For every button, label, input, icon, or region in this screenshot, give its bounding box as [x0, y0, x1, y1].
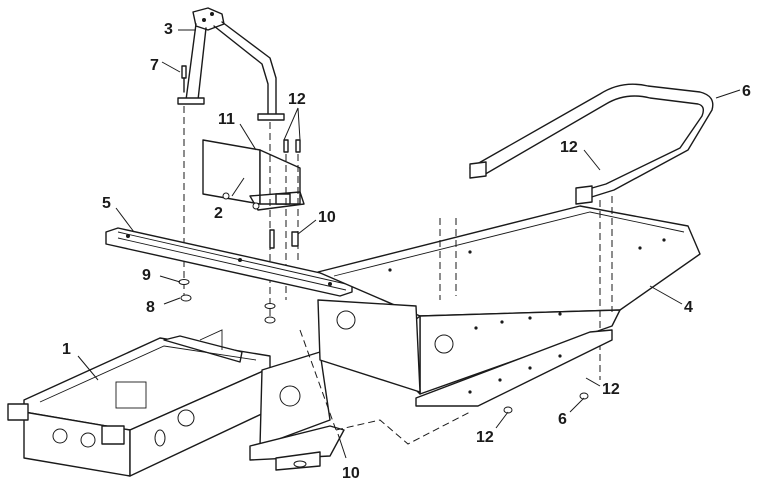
- callout-12b: 12: [560, 139, 578, 156]
- step-plate-lower-right: [415, 329, 613, 414]
- part-2-bracket: [202, 139, 305, 211]
- alignment-lines-right: [439, 196, 613, 380]
- callout-6b: 6: [558, 411, 567, 428]
- part-1-main-frame: [7, 299, 421, 477]
- callout-6a: 6: [742, 83, 751, 100]
- callout-12d: 12: [476, 429, 494, 446]
- part-3-handle-post: [177, 7, 285, 121]
- part-5-rail: [105, 227, 353, 297]
- callout-3: 3: [164, 21, 173, 38]
- callout-8: 8: [146, 299, 155, 316]
- callout-4: 4: [684, 299, 693, 316]
- callout-12c: 12: [602, 381, 620, 398]
- callout-10b: 10: [342, 465, 360, 482]
- callout-2: 2: [214, 205, 223, 222]
- part-6-loop-rail: [469, 83, 714, 205]
- callout-10a: 10: [318, 209, 336, 226]
- washers-8-9: [178, 279, 276, 324]
- callout-labels: 1 2 3 4 5 6 6 7 8 9 10 10 11 12 12 12 12: [62, 21, 751, 482]
- callout-11: 11: [218, 111, 235, 128]
- alignment-lines-post: [183, 106, 299, 320]
- part-7-bolt: [181, 65, 187, 93]
- callout-1: 1: [62, 341, 71, 358]
- callout-12a: 12: [288, 91, 306, 108]
- callout-7: 7: [150, 57, 159, 74]
- step-plate-lower-front: [249, 329, 471, 471]
- callout-5: 5: [102, 195, 111, 212]
- callout-9: 9: [142, 267, 151, 284]
